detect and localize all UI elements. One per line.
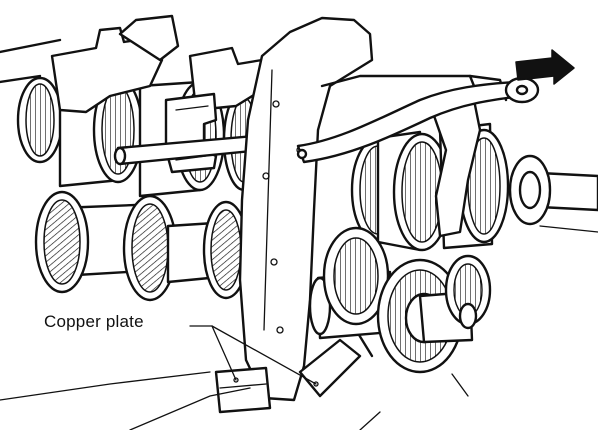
copper-plate-leader-lines xyxy=(189,325,469,397)
bench-lines xyxy=(0,225,598,430)
counter-gears-left xyxy=(34,190,250,302)
right-shift-fork xyxy=(430,98,482,238)
shift-forks xyxy=(50,14,264,174)
lower-right-gears xyxy=(308,226,492,374)
pull-direction-arrow-icon xyxy=(515,49,575,85)
center-housing-plate xyxy=(238,16,374,402)
copper-plate-label: Copper plate xyxy=(44,312,144,331)
shift-lever-tool xyxy=(296,76,540,164)
